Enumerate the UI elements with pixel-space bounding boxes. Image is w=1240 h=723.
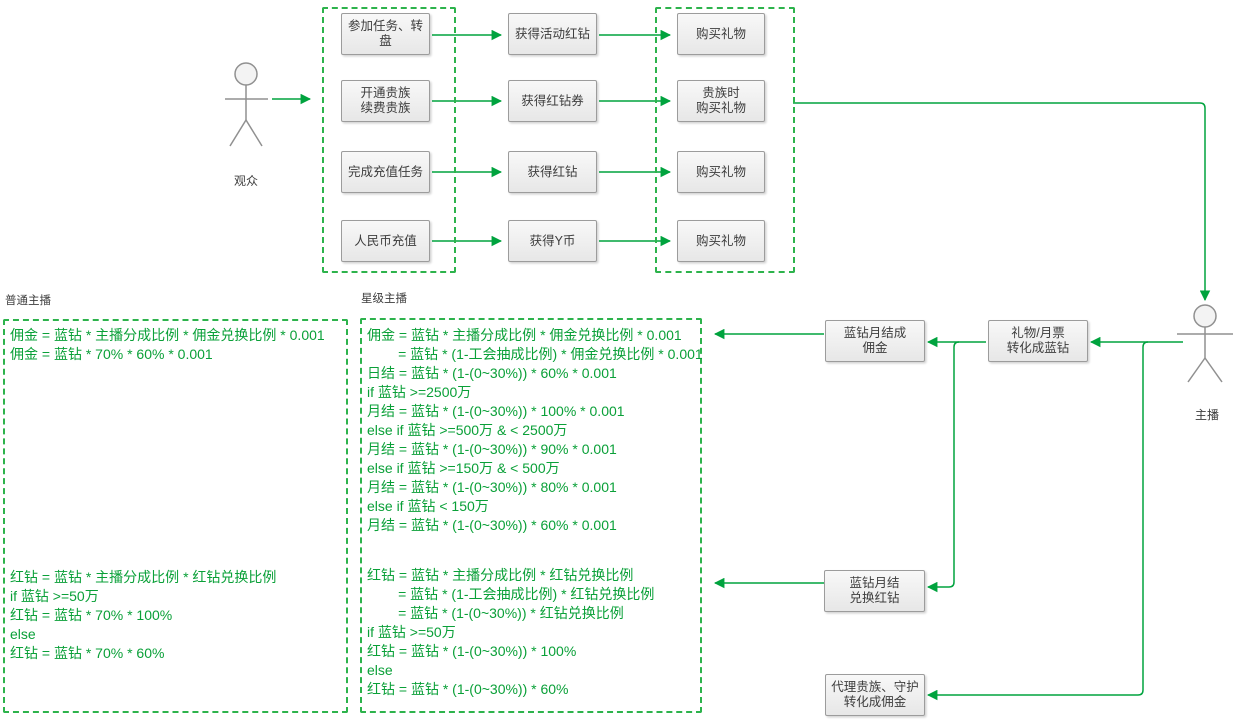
formula-line: if 蓝钻 >=50万 (367, 624, 456, 640)
node-blue-diamond-monthly-commission: 蓝钻月结成 佣金 (825, 320, 925, 362)
node-get-red-diamond: 获得红钻 (508, 151, 597, 193)
formula-line: else (10, 626, 36, 642)
formula-line: else if 蓝钻 >=150万 & < 500万 (367, 460, 560, 476)
node-get-red-diamond-coupon: 获得红钻券 (508, 80, 597, 122)
node-rmb-recharge: 人民币充值 (341, 220, 430, 262)
formula-line: 佣金 = 蓝钻 * 70% * 60% * 0.001 (10, 346, 213, 362)
formula-line: 月结 = 蓝钻 * (1-(0~30%)) * 100% * 0.001 (367, 403, 625, 419)
node-nobility-buy-gift: 贵族时 购买礼物 (677, 80, 765, 122)
formula-line: if 蓝钻 >=50万 (10, 588, 99, 604)
formula-line: 佣金 = 蓝钻 * 主播分成比例 * 佣金兑换比例 * 0.001 (10, 327, 325, 343)
star-streamer-panel (360, 318, 702, 713)
formula-line: else if 蓝钻 < 150万 (367, 498, 489, 514)
arrow-branch-to-monthly-red (926, 341, 960, 593)
normal-streamer-title: 普通主播 (5, 295, 51, 307)
star-streamer-title: 星级主播 (361, 293, 407, 305)
formula-line: if 蓝钻 >=2500万 (367, 384, 472, 400)
arrow-streamer-to-agency (926, 341, 1149, 701)
formula-line: 红钻 = 蓝钻 * 70% * 60% (10, 645, 165, 661)
formula-line: 红钻 = 蓝钻 * 主播分成比例 * 红钻兑换比例 (367, 567, 634, 583)
formula-line: else (367, 662, 393, 678)
result-group-dashed-box (655, 7, 795, 273)
node-buy-gift-1: 购买礼物 (677, 13, 765, 55)
formula-line: 月结 = 蓝钻 * (1-(0~30%)) * 80% * 0.001 (367, 479, 617, 495)
node-open-renew-nobility: 开通贵族 续费贵族 (341, 80, 430, 122)
formula-line: 月结 = 蓝钻 * (1-(0~30%)) * 60% * 0.001 (367, 517, 617, 533)
source-group-dashed-box (322, 7, 456, 273)
normal-red-diamond-formulas: 红钻 = 蓝钻 * 主播分成比例 * 红钻兑换比例 if 蓝钻 >=50万 红钻… (10, 568, 276, 663)
formula-line: 红钻 = 蓝钻 * 主播分成比例 * 红钻兑换比例 (10, 569, 277, 585)
normal-streamer-panel (3, 319, 348, 713)
formula-line: 月结 = 蓝钻 * (1-(0~30%)) * 90% * 0.001 (367, 441, 617, 457)
audience-actor-icon (225, 62, 268, 147)
star-commission-formulas: 佣金 = 蓝钻 * 主播分成比例 * 佣金兑换比例 * 0.001 = 蓝钻 *… (367, 326, 703, 535)
node-gift-ticket-to-blue-diamond: 礼物/月票 转化成蓝钻 (988, 320, 1088, 362)
streamer-label: 主播 (1194, 408, 1219, 422)
node-complete-recharge-task: 完成充值任务 (341, 151, 430, 193)
streamer-actor-icon (1177, 304, 1233, 383)
formula-line: 红钻 = 蓝钻 * 70% * 100% (10, 607, 173, 623)
formula-line: 日结 = 蓝钻 * (1-(0~30%)) * 60% * 0.001 (367, 365, 617, 381)
node-buy-gift-4: 购买礼物 (677, 220, 765, 262)
node-agency-nobility-guard-commission: 代理贵族、守护 转化成佣金 (825, 674, 925, 716)
formula-line: 红钻 = 蓝钻 * (1-(0~30%)) * 100% (367, 643, 577, 659)
node-get-y-coin: 获得Y币 (508, 220, 597, 262)
node-blue-diamond-monthly-red-exchange: 蓝钻月结 兑换红钻 (824, 570, 925, 612)
node-join-task-wheel: 参加任务、转 盘 (341, 13, 430, 55)
arrow-results-to-streamer (793, 102, 1211, 302)
formula-line: = 蓝钻 * (1-工会抽成比例) * 红钻兑换比例 (367, 586, 655, 602)
formula-line: 红钻 = 蓝钻 * (1-(0~30%)) * 60% (367, 681, 569, 697)
audience-label: 观众 (233, 174, 258, 188)
formula-line: else if 蓝钻 >=500万 & < 2500万 (367, 422, 568, 438)
star-red-diamond-formulas: 红钻 = 蓝钻 * 主播分成比例 * 红钻兑换比例 = 蓝钻 * (1-工会抽成… (367, 566, 654, 699)
normal-commission-formulas: 佣金 = 蓝钻 * 主播分成比例 * 佣金兑换比例 * 0.001 佣金 = 蓝… (10, 326, 325, 364)
node-buy-gift-3: 购买礼物 (677, 151, 765, 193)
formula-line: = 蓝钻 * (1-工会抽成比例) * 佣金兑换比例 * 0.001 (367, 346, 703, 362)
node-get-activity-red-diamond: 获得活动红钻 (508, 13, 597, 55)
formula-line: 佣金 = 蓝钻 * 主播分成比例 * 佣金兑换比例 * 0.001 (367, 327, 682, 343)
formula-line: = 蓝钻 * (1-(0~30%)) * 红钻兑换比例 (367, 605, 624, 621)
